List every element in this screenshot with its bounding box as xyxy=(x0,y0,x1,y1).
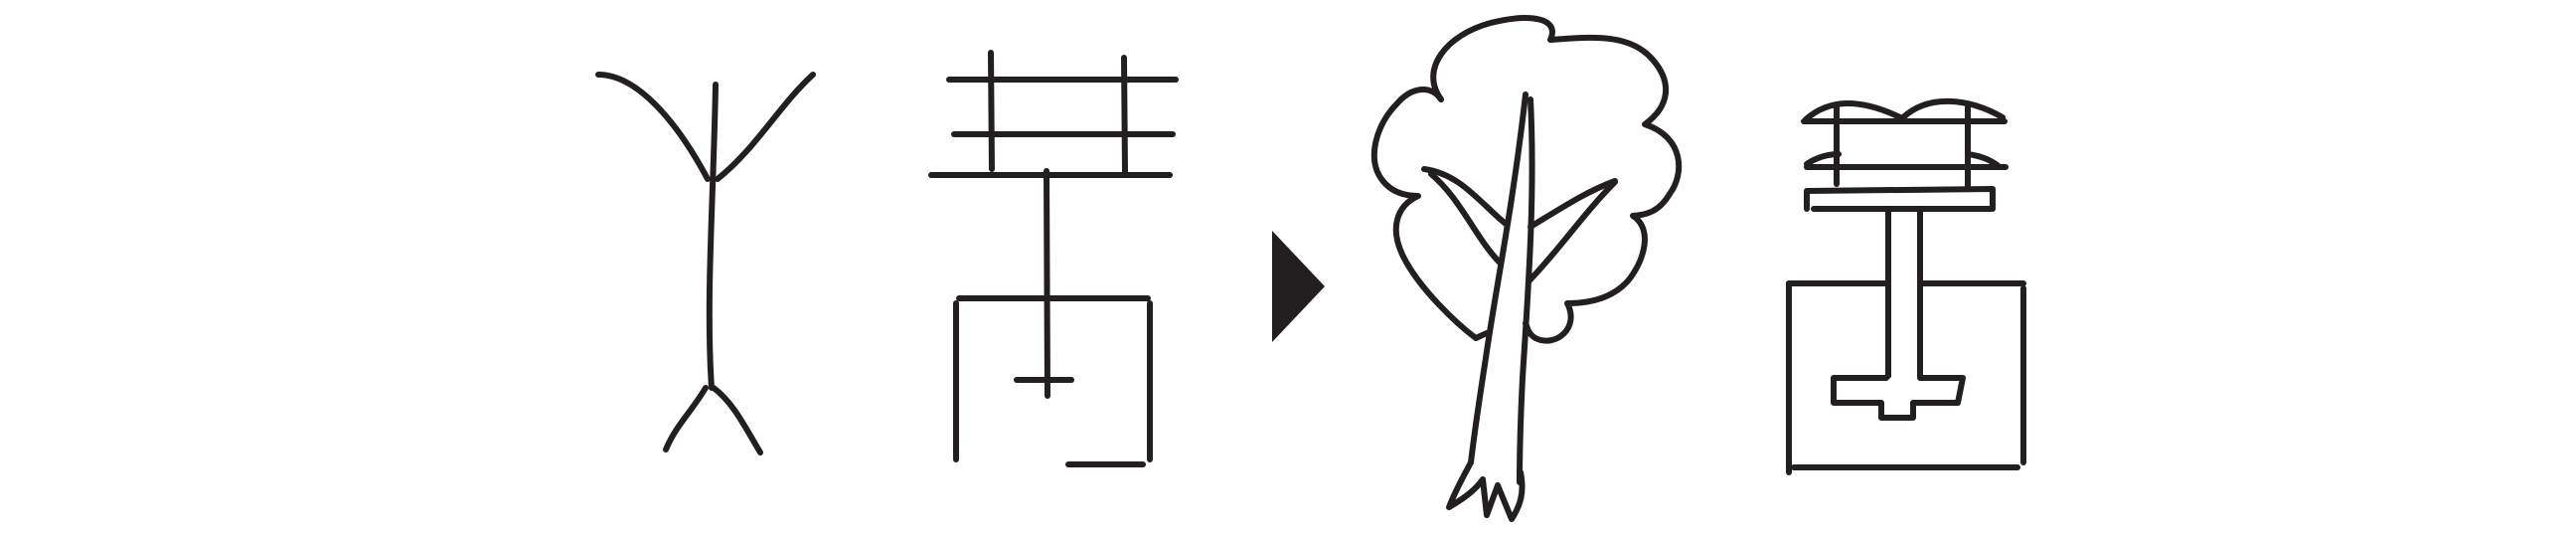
crown-left-curl xyxy=(1803,99,1903,122)
stick-trunk xyxy=(706,82,719,391)
tree-canopy-outline xyxy=(1430,15,1683,344)
grid-center-stem xyxy=(1044,168,1050,399)
branching-stick-glyph-icon xyxy=(595,72,816,455)
stacked-frame-glyph-icon xyxy=(1786,97,2026,475)
arrow-right-icon xyxy=(1272,231,1325,342)
stick-left-branch xyxy=(595,72,711,182)
crown-lower-bracket xyxy=(1804,186,1996,212)
crown-right-curl xyxy=(1900,97,2006,120)
arrow-head xyxy=(1272,231,1325,342)
tree-canopy-left xyxy=(1370,87,1490,341)
tree-left-branch xyxy=(1421,166,1509,227)
tree-right-twig xyxy=(1526,179,1618,284)
tree-right-branch xyxy=(1528,178,1618,230)
tree-trunk-right xyxy=(1517,96,1535,485)
tree-left-twig xyxy=(1428,171,1504,267)
stick-right-branch xyxy=(715,72,816,182)
stick-right-root xyxy=(711,385,763,455)
tree-roots xyxy=(1446,459,1526,522)
box-inner-notch xyxy=(1831,375,1966,421)
grid-frame-glyph-icon xyxy=(928,50,1179,467)
tree-trunk-left xyxy=(1468,91,1529,465)
grid-right-post xyxy=(1121,55,1128,174)
grid-left-post xyxy=(988,50,995,172)
stick-left-root xyxy=(663,385,709,452)
tree-icon xyxy=(1370,15,1683,522)
